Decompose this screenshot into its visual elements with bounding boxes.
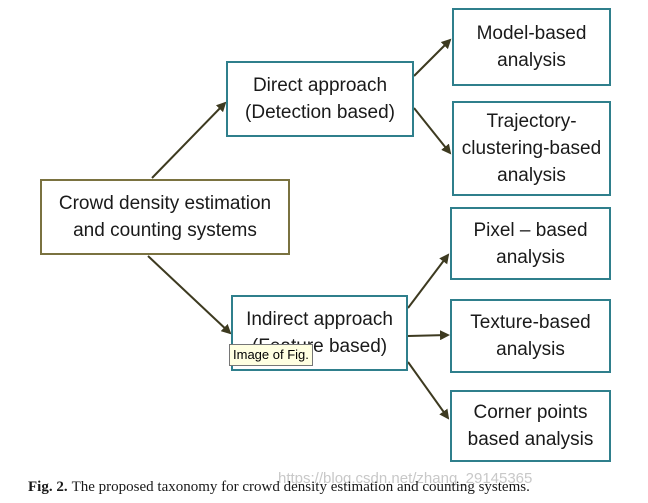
node-line: Pixel – based — [473, 219, 588, 241]
arrow-root-to-direct — [151, 101, 227, 179]
node-line: Corner points — [473, 402, 588, 423]
node-line: and counting systems — [73, 220, 257, 241]
arrow-direct-to-model — [413, 38, 452, 77]
node-line: Direct approach — [252, 75, 388, 96]
node-line: Indirect approach — [246, 309, 393, 330]
node-line: analysis — [496, 339, 565, 360]
node-pixel-based-analysis: Pixel – based analysis — [450, 207, 611, 280]
node-crowd-density-systems: Crowd density estimation and counting sy… — [40, 179, 290, 255]
arrow-root-to-indirect — [147, 255, 232, 335]
node-line: analysis — [497, 50, 566, 71]
caption-text: The proposed taxonomy for crowd density … — [71, 479, 530, 495]
arrow-indirect-to-texture — [407, 330, 450, 341]
node-indirect-approach: Indirect approach (Feature based) — [231, 295, 408, 371]
figure-caption: Fig. 2.The proposed taxonomy for crowd d… — [28, 479, 530, 496]
node-direct-approach: Direct approach (Detection based) — [226, 61, 414, 137]
node-model-based-analysis: Model-based analysis — [452, 8, 611, 86]
node-trajectory-clustering-analysis: Trajectory- clustering-based analysis — [452, 101, 611, 196]
node-texture-based-analysis: Texture-based analysis — [450, 299, 611, 373]
node-line: analysis — [496, 246, 565, 268]
node-line: Model-based — [476, 23, 587, 44]
node-line: Crowd density estimation — [58, 193, 272, 214]
caption-label: Fig. 2. — [28, 479, 68, 495]
watermark: https://blog.csdn.net/zhang_29145365 — [278, 470, 533, 487]
arrow-direct-to-trajectory — [413, 107, 452, 155]
node-line: Texture-based — [470, 312, 591, 333]
node-line: based analysis — [467, 429, 594, 450]
image-tooltip: Image of Fig. — [229, 344, 313, 366]
arrow-indirect-to-corner — [407, 361, 450, 420]
node-line: (Detection based) — [245, 102, 395, 123]
node-line: Trajectory- — [486, 111, 577, 132]
node-corner-points-analysis: Corner points based analysis — [450, 390, 611, 462]
arrow-indirect-to-pixel — [407, 253, 450, 309]
node-line: analysis — [497, 165, 566, 186]
node-line: clustering-based — [461, 138, 602, 159]
